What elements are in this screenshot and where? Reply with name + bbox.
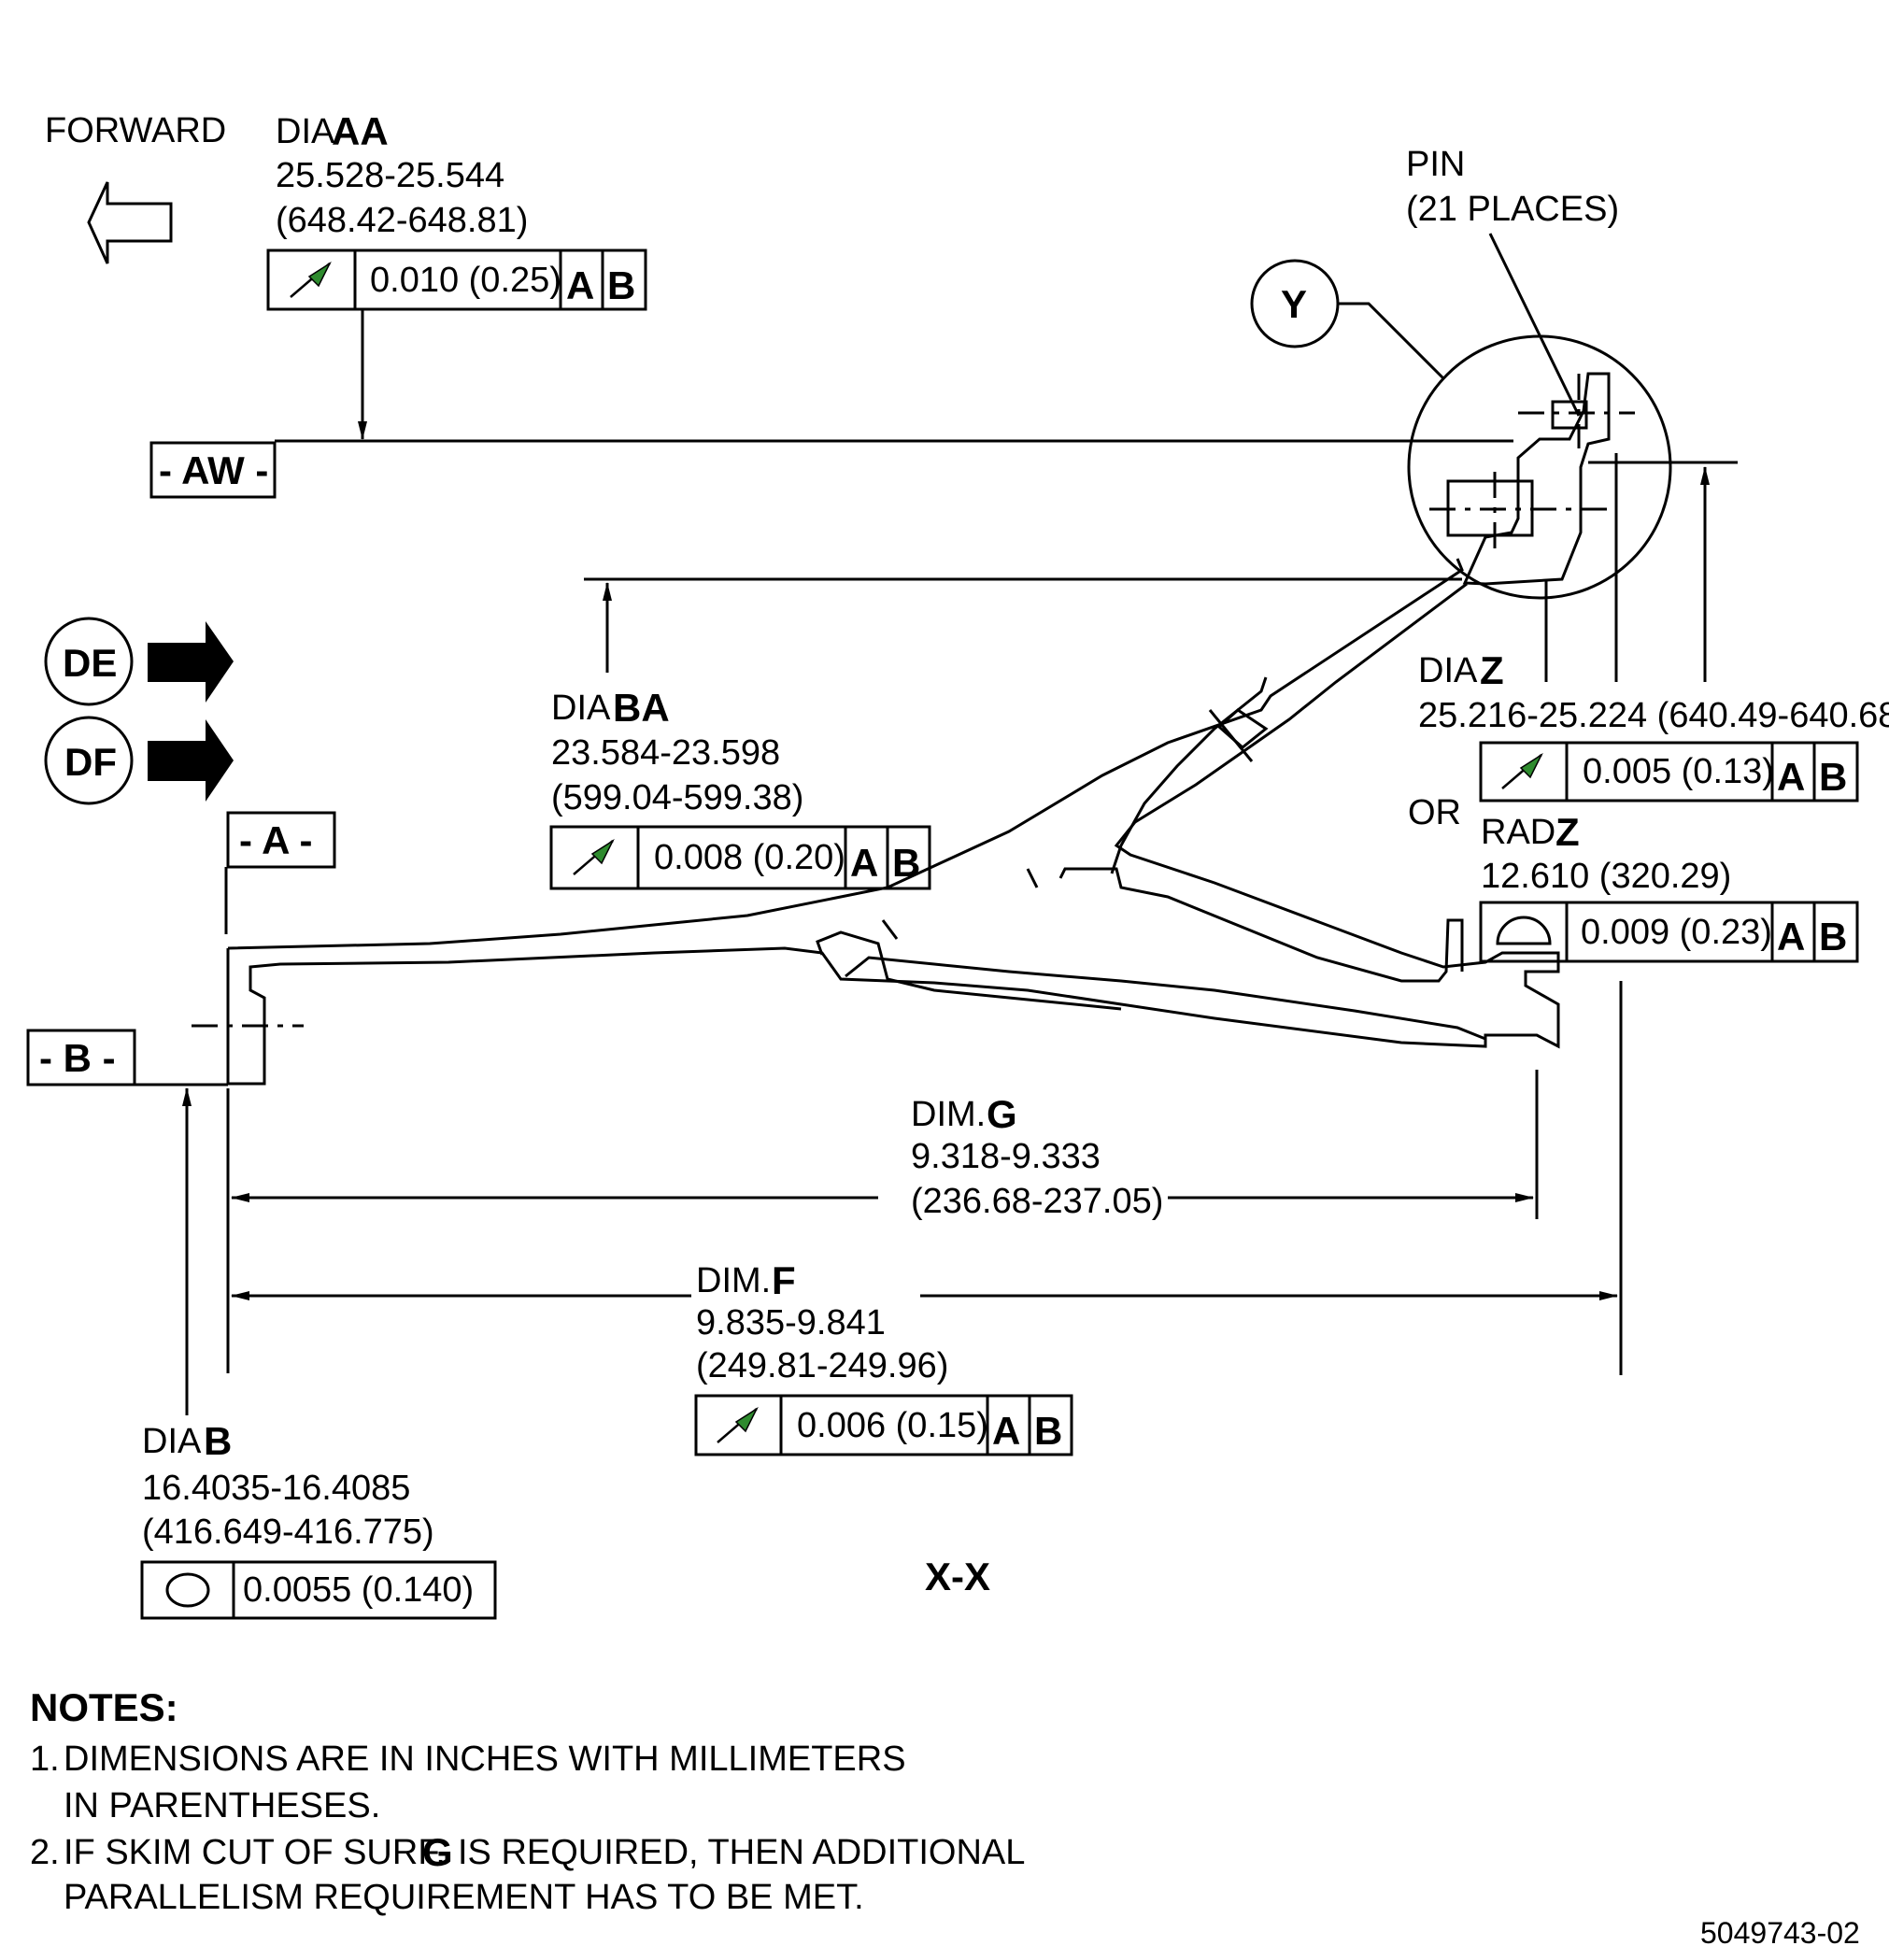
datum-b: - B - bbox=[39, 1036, 116, 1080]
dia-z-fcf-value: 0.005 (0.13) bbox=[1583, 752, 1774, 791]
runout-arrow-icon bbox=[289, 262, 332, 299]
dia-ba-fcf: 0.008 (0.20) A B bbox=[549, 825, 931, 890]
dia-z-letter: Z bbox=[1480, 648, 1504, 692]
dia-aa-fcf: 0.010 (0.25) A B bbox=[266, 249, 647, 311]
dia-aa-fcf-datum-a: A bbox=[566, 263, 594, 307]
figure-id: 5049743-02 bbox=[1700, 1916, 1860, 1950]
dia-ba-letter: BA bbox=[613, 686, 670, 730]
note-2-letter: G bbox=[422, 1830, 453, 1874]
pin-label: PIN bbox=[1406, 145, 1465, 184]
dia-aa-fcf-datum-b: B bbox=[607, 263, 635, 307]
dia-z-fcf-datum-b: B bbox=[1819, 755, 1847, 799]
dia-z-prefix: DIA bbox=[1418, 651, 1478, 690]
rad-z-fcf: 0.009 (0.23) A B bbox=[1479, 901, 1859, 963]
dim-g-letter: G bbox=[987, 1092, 1017, 1136]
note-1-number: 1. bbox=[30, 1740, 60, 1779]
rad-z-fcf-datum-a: A bbox=[1777, 915, 1805, 959]
dia-ba-mm: (599.04-599.38) bbox=[551, 778, 803, 817]
dia-z-text: 25.216-25.224 (640.49-640.68) bbox=[1418, 696, 1889, 735]
dim-f-fcf: 0.006 (0.15) A B bbox=[694, 1394, 1073, 1456]
dia-b-fcf-value: 0.0055 (0.140) bbox=[243, 1570, 474, 1610]
forward-label: FORWARD bbox=[45, 111, 226, 150]
rad-z-fcf-datum-b: B bbox=[1819, 915, 1847, 959]
circularity-icon bbox=[165, 1572, 210, 1608]
dia-ba-prefix: DIA bbox=[551, 689, 611, 728]
dim-f-inch: 9.835-9.841 bbox=[696, 1303, 886, 1342]
dia-b-mm: (416.649-416.775) bbox=[142, 1513, 434, 1552]
dia-z-fcf: 0.005 (0.13) A B bbox=[1479, 741, 1859, 802]
dia-b-letter: B bbox=[204, 1419, 232, 1463]
detail-y-circle bbox=[1407, 334, 1672, 600]
dim-f-fcf-value: 0.006 (0.15) bbox=[797, 1406, 988, 1445]
dia-aa-mm: (648.42-648.81) bbox=[276, 201, 528, 240]
runout-arrow-icon bbox=[1500, 753, 1543, 790]
dim-f-prefix: DIM. bbox=[696, 1261, 771, 1300]
part-section-outline bbox=[226, 558, 1560, 1086]
datum-aw: - AW - bbox=[159, 448, 268, 492]
section-label: X-X bbox=[925, 1555, 990, 1598]
dia-aa-inch: 25.528-25.544 bbox=[276, 156, 504, 195]
notes-title: NOTES: bbox=[30, 1685, 178, 1729]
runout-arrow-icon bbox=[572, 839, 615, 876]
dim-f-fcf-datum-b: B bbox=[1034, 1409, 1062, 1453]
dia-b-inch: 16.4035-16.4085 bbox=[142, 1469, 410, 1508]
dia-aa-letter: AA bbox=[332, 109, 389, 153]
dia-z-fcf-datum-a: A bbox=[1777, 755, 1805, 799]
dia-aa-fcf-value: 0.010 (0.25) bbox=[370, 261, 561, 300]
dim-g-inch: 9.318-9.333 bbox=[911, 1137, 1101, 1176]
note-2-number: 2. bbox=[30, 1833, 60, 1872]
dim-g-mm: (236.68-237.05) bbox=[911, 1182, 1163, 1221]
or-label: OR bbox=[1408, 793, 1461, 832]
dim-f-letter: F bbox=[772, 1258, 796, 1302]
note-1-line-1: DIMENSIONS ARE IN INCHES WITH MILLIMETER… bbox=[64, 1740, 906, 1779]
view-de-arrow-icon bbox=[148, 621, 234, 703]
rad-z-prefix: RAD bbox=[1481, 813, 1555, 852]
view-df-bubble bbox=[44, 716, 134, 805]
view-de-label: DE bbox=[63, 641, 117, 685]
forward-arrow-icon bbox=[87, 181, 173, 264]
note-2-line-1-post: IS REQUIRED, THEN ADDITIONAL bbox=[458, 1833, 1025, 1872]
dim-g-prefix: DIM. bbox=[911, 1095, 986, 1134]
view-de-bubble bbox=[44, 617, 134, 706]
note-2-line-2: PARALLELISM REQUIREMENT HAS TO BE MET. bbox=[64, 1878, 864, 1917]
note-1-line-2: IN PARENTHESES. bbox=[64, 1786, 380, 1825]
rad-z-fcf-value: 0.009 (0.23) bbox=[1581, 913, 1772, 952]
rad-z-letter: Z bbox=[1555, 810, 1580, 854]
dia-b-prefix: DIA bbox=[142, 1422, 202, 1461]
dia-ba-inch: 23.584-23.598 bbox=[551, 733, 780, 773]
note-2-line-1-pre: IF SKIM CUT OF SURF. bbox=[64, 1833, 446, 1872]
dia-aa-prefix: DIA bbox=[276, 112, 335, 151]
dim-f-mm: (249.81-249.96) bbox=[696, 1346, 948, 1385]
runout-arrow-icon bbox=[716, 1407, 759, 1444]
dia-b-fcf: 0.0055 (0.140) bbox=[140, 1560, 497, 1620]
detail-y-label: Y bbox=[1281, 282, 1307, 326]
view-df-arrow-icon bbox=[148, 719, 234, 802]
rad-z-text: 12.610 (320.29) bbox=[1481, 857, 1731, 896]
dia-ba-fcf-datum-a: A bbox=[850, 841, 878, 885]
pin-places: (21 PLACES) bbox=[1406, 190, 1619, 229]
datum-a: - A - bbox=[239, 818, 313, 862]
view-df-label: DF bbox=[64, 740, 117, 784]
dim-f-fcf-datum-a: A bbox=[992, 1409, 1020, 1453]
profile-of-surface-icon bbox=[1496, 916, 1552, 945]
dia-ba-fcf-value: 0.008 (0.20) bbox=[654, 838, 845, 877]
